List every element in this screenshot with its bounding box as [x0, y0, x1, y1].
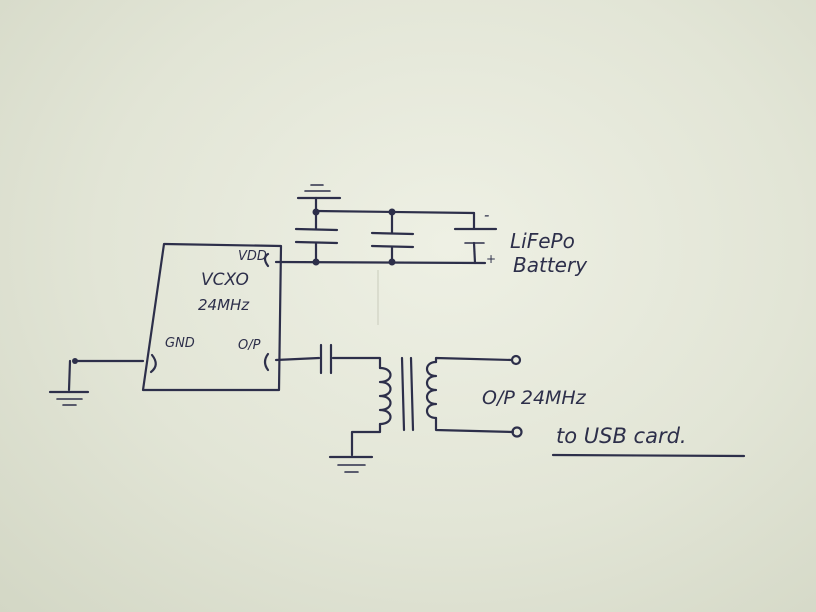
vcxo-chip: VDD VCXO 24MHz GND O/P	[141, 242, 283, 392]
supply-network: - + LiFePo Battery	[274, 184, 588, 277]
vdd-label: VDD	[238, 249, 267, 264]
battery-label-line2: Battery	[513, 253, 588, 277]
vcxo-label: VCXO	[201, 270, 249, 290]
secondary-bottom-wire	[434, 416, 515, 434]
ground-symbol-bottom	[328, 455, 374, 473]
cap-to-primary-wire	[331, 356, 382, 370]
ground-symbol-top	[296, 184, 342, 213]
gnd-drop	[67, 359, 72, 392]
vcxo-chip-outline	[141, 242, 283, 392]
battery-plus-label: +	[486, 252, 496, 266]
battery-label-line1: LiFePo	[510, 229, 575, 253]
transformer-core-line	[409, 356, 415, 432]
ground-symbol-left	[48, 390, 90, 406]
gnd-label: GND	[165, 336, 195, 351]
primary-ground-wire	[350, 422, 382, 457]
output-label-line1: O/P 24MHz	[482, 387, 587, 409]
decoupling-capacitor-2	[370, 210, 415, 264]
transformer-secondary-coil	[425, 360, 438, 420]
vdd-pin-notch	[263, 252, 270, 268]
secondary-top-wire	[434, 356, 514, 364]
gnd-junction-dot	[72, 358, 78, 364]
battery-symbol: - +	[453, 206, 498, 266]
gnd-pin-notch	[149, 353, 157, 374]
output-terminal	[510, 354, 522, 366]
op-wire	[274, 356, 321, 362]
output-label-underline	[551, 453, 746, 458]
vdd-rail	[274, 260, 487, 265]
transformer-core-line	[400, 356, 406, 432]
vcxo-freq-label: 24MHz	[198, 296, 250, 314]
op-label: O/P	[238, 338, 261, 353]
op-pin-notch	[263, 352, 270, 372]
output-stage	[274, 343, 523, 473]
output-label-line2: to USB card.	[556, 424, 687, 448]
battery-minus-label: -	[484, 206, 489, 224]
gnd-wire	[67, 358, 145, 392]
transformer-primary-coil	[378, 366, 392, 426]
decoupling-capacitor-1	[294, 210, 339, 264]
output-terminal	[511, 426, 523, 438]
coupling-capacitor	[319, 343, 333, 375]
